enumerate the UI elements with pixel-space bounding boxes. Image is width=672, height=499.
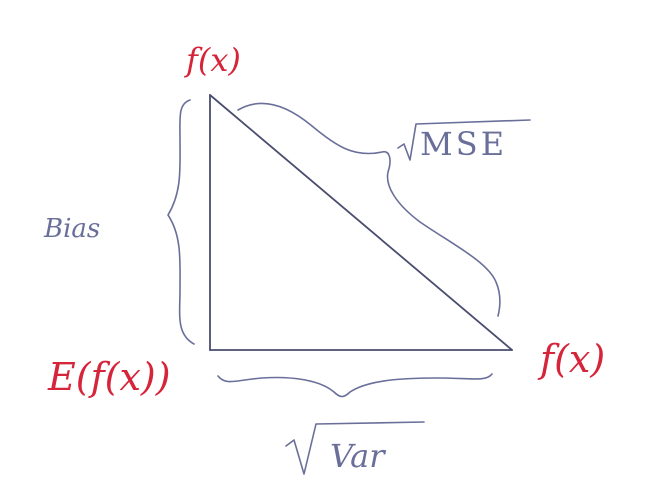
right-triangle [209, 94, 513, 351]
mse-label: MSE [420, 125, 508, 163]
bottom-left-vertex-label: E(f(x)) [48, 355, 171, 399]
var-sqrt-sign [285, 421, 425, 475]
mse-sqrt-sign [397, 119, 531, 161]
triangle-hypotenuse [209, 94, 513, 351]
var-brace [217, 373, 493, 398]
right-vertex-label: f(x) [540, 337, 606, 381]
mse-brace [237, 102, 501, 317]
top-vertex-label: f(x) [186, 41, 241, 79]
bias-brace [167, 99, 195, 345]
var-label: Var [330, 437, 385, 475]
bias-label: Bias [44, 214, 101, 244]
